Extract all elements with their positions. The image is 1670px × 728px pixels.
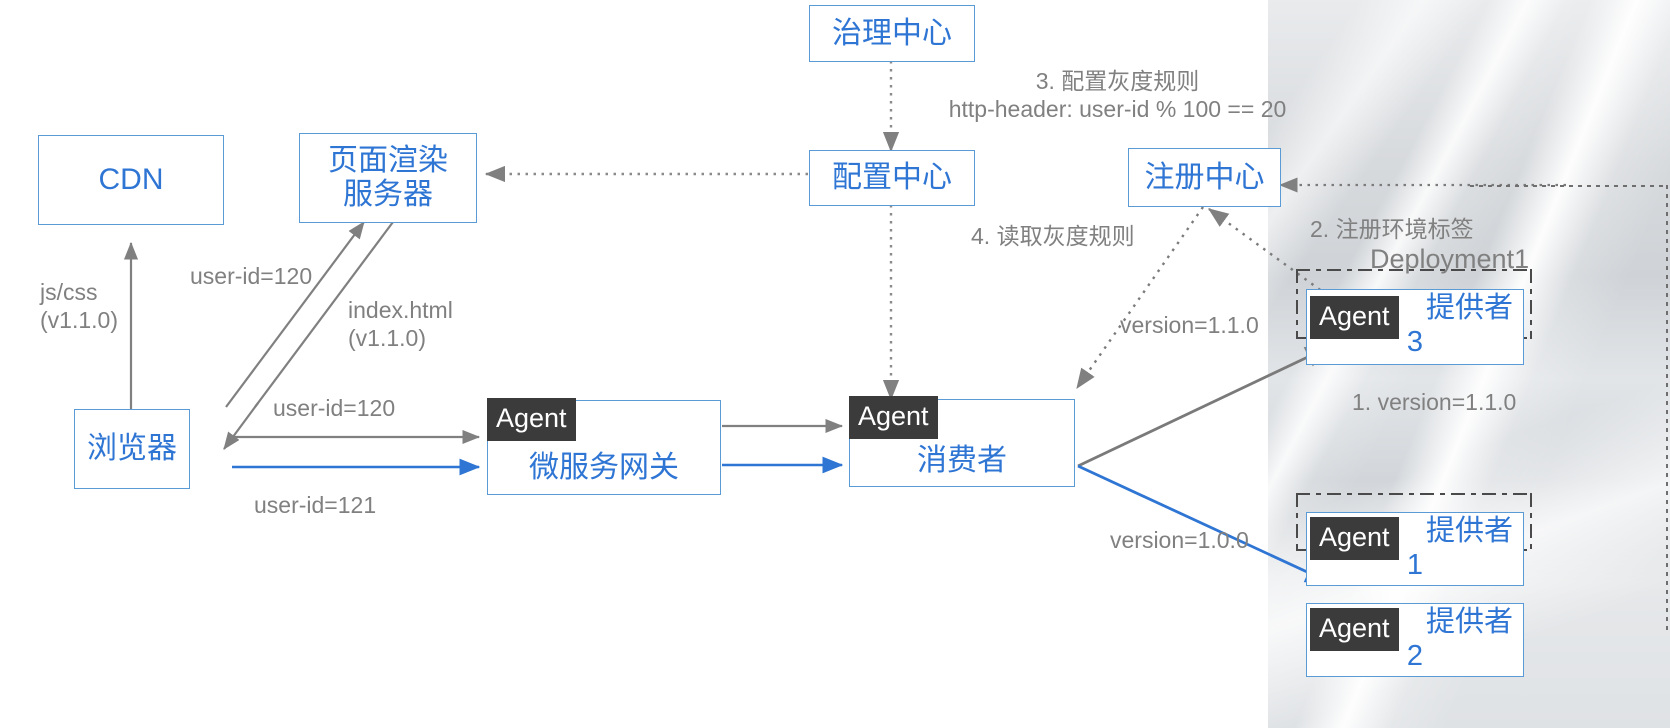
wire-consumer-to-provider3 [1077,344,1333,468]
node-provider-1-number: 1 [1406,549,1424,581]
node-cdn-label: CDN [98,163,164,197]
agent-badge-provider-2-label: Agent [1319,613,1390,643]
node-config-center-label: 配置中心 [832,161,952,195]
node-browser[interactable]: 浏览器 [74,409,190,489]
node-page-render-server[interactable]: 页面渲染 服务器 [299,133,477,223]
label-version-1-0-0: version=1.0.0 [1110,527,1249,553]
agent-badge-gateway-label: Agent [496,403,567,433]
label-user-id-121: user-id=121 [254,492,377,518]
node-page-render-server-label: 页面渲染 服务器 [328,144,448,211]
node-provider-2-number: 2 [1406,640,1424,672]
node-provider-1-label: 提供者 [1425,515,1513,547]
label-step-1: 1. version=1.1.0 [1352,389,1517,415]
agent-badge-provider-1-label: Agent [1319,522,1390,552]
label-step-3: 3. 配置灰度规则 http-header: user-id % 100 == … [948,68,1287,123]
wire-render-to-browser-head [223,402,259,450]
agent-badge-provider-3: Agent [1310,296,1399,339]
node-gateway-label: 微服务网关 [529,451,679,485]
agent-badge-provider-2: Agent [1310,608,1399,651]
agent-badge-gateway: Agent [487,398,576,441]
label-index-html: index.html (v1.1.0) [348,297,453,352]
node-registry-center-label: 注册中心 [1144,160,1265,194]
agent-badge-consumer: Agent [849,396,938,439]
wire-consumer-to-provider1 [1077,464,1333,585]
wire-browser-to-render [225,221,365,408]
agent-badge-provider-1: Agent [1310,517,1399,560]
label-js-css: js/css (v1.1.0) [40,279,118,334]
node-governance-center[interactable]: 治理中心 [809,5,975,62]
node-browser-label: 浏览器 [87,432,177,466]
label-user-id-120: user-id=120 [273,395,396,421]
node-provider-3-label: 提供者 [1425,292,1513,324]
node-provider-3-number: 3 [1406,326,1424,358]
agent-badge-consumer-label: Agent [858,401,929,431]
label-step-2: 2. 注册环境标签 [1310,216,1474,242]
label-user-id-120-diagonal: user-id=120 [190,263,313,289]
agent-badge-provider-3-label: Agent [1319,301,1390,331]
node-consumer-label: 消费者 [917,444,1007,478]
label-step-4: 4. 读取灰度规则 [971,223,1135,249]
node-registry-center[interactable]: 注册中心 [1128,148,1281,207]
node-governance-center-label: 治理中心 [832,16,952,50]
node-provider-2-label: 提供者 [1425,606,1513,638]
label-deployment-1: Deployment1 [1370,244,1530,274]
node-cdn[interactable]: CDN [38,135,224,225]
label-version-1-1-0: version=1.1.0 [1120,312,1259,338]
wire-render-to-browser-stem [254,221,394,408]
node-config-center[interactable]: 配置中心 [809,150,975,206]
